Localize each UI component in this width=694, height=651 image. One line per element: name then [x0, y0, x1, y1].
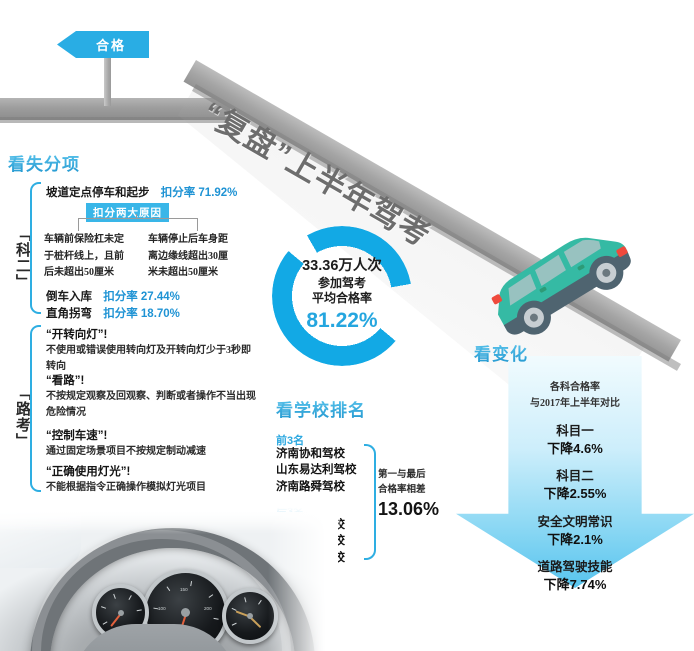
road-exam-item-2: “看路”! 不按规定观察及回观察、判断或者操作不当出现危险情况 [46, 372, 256, 420]
rank-top-list: 济南协和驾校 山东易达利驾校 济南路舜驾校 [276, 446, 357, 495]
change-item-2-value: 下降2.55% [543, 486, 607, 502]
loss-item-slope-name: 坡道定点停车和起步 [46, 187, 150, 199]
road-exam-vertical-label: 「路考」 [14, 385, 31, 449]
road-exam-brace-graphic [30, 325, 41, 492]
donut-line3: 平均合格率 [311, 291, 372, 306]
loss-item-corner: 直角拐弯 扣分率 18.70% [46, 305, 180, 321]
road-exam-item-4-desc: 不能根据指令正确操作模拟灯光项目 [46, 482, 206, 493]
change-item-4-name: 道路驾驶技能 [537, 560, 613, 575]
deduction-reason-1: 车辆前保险杠未定于桩杆线上，且前后未超出50厘米 [44, 234, 124, 278]
change-item-1-value: 下降4.6% [547, 440, 603, 456]
road-exam-item-3: “控制车速”! 通过固定场景项目不按规定制动减速 [46, 427, 256, 460]
pass-rate-donut-chart [272, 226, 412, 366]
road-exam-item-2-desc: 不按规定观察及回观察、判断或者操作不当出现危险情况 [46, 391, 256, 418]
road-exam-item-2-title: “看路”! [46, 375, 85, 387]
list-item: 山东易达利驾校 [276, 464, 357, 477]
change-item-3: 安全文明常识 下降2.1% [456, 514, 694, 548]
change-item-4-value: 下降7.74% [543, 577, 607, 593]
section-title-loss: 看失分项 [8, 150, 80, 175]
deduction-reason-tag: 扣分两大原因 [86, 203, 169, 222]
road-exam-item-3-title: “控制车速”! [46, 430, 108, 442]
road-exam-item-4: “正确使用灯光”! 不能根据指令正确操作模拟灯光项目 [46, 463, 256, 496]
flat-road-edge-graphic [0, 117, 230, 123]
deduction-reason-2: 车辆停止后车身距离边缘线超出30厘米未超出50厘米 [148, 234, 228, 278]
change-item-3-value: 下降2.1% [547, 531, 603, 547]
subject2-brace-graphic [30, 182, 41, 314]
rank-gap-note-2: 合格率相差 [378, 485, 426, 496]
change-item-1-name: 科目一 [556, 424, 594, 438]
donut-line2: 参加驾考 [317, 275, 366, 290]
change-item-3-name: 安全文明常识 [537, 514, 613, 529]
dashboard-fade-right [268, 505, 338, 651]
loss-item-reverse-name: 倒车入库 [46, 291, 92, 303]
change-item-1: 科目一 下降4.6% [456, 423, 694, 457]
road-exam-item-1-desc: 不使用或错误使用转向灯及开转向灯少于3秒即转向 [46, 345, 251, 372]
loss-item-reverse-rate: 扣分率 27.44% [103, 291, 180, 303]
pass-sign-label: 合格 [95, 38, 126, 53]
section-title-change: 看变化 [474, 340, 528, 365]
change-note-1: 各科合格率 [550, 382, 600, 393]
reason-stem-graphic [136, 214, 137, 219]
flat-road-graphic [0, 98, 230, 120]
change-note-2: 与2017年上半年对比 [530, 398, 620, 409]
rank-gap-note-1: 第一与最后 [378, 470, 426, 480]
loss-item-slope-rate: 扣分率 71.92% [160, 187, 238, 199]
change-item-4: 道路驾驶技能 下降7.74% [456, 559, 694, 593]
change-item-2-name: 科目二 [556, 469, 594, 484]
rank-gap-value: 13.06% [378, 499, 440, 520]
rank-gap-callout: 第一与最后 合格率相差 13.06% [378, 468, 456, 520]
reason-connector-graphic [78, 218, 198, 231]
list-item: 济南协和驾校 [276, 448, 345, 460]
rank-brace-graphic [364, 444, 376, 560]
list-item: 济南路舜驾校 [276, 480, 345, 493]
donut-center-text: 33.36万人次 参加驾考 平均合格率 81.22% [272, 226, 412, 366]
donut-rate-value: 81.22% [306, 308, 378, 332]
road-exam-item-3-desc: 通过固定场景项目不按规定制动减速 [46, 446, 206, 457]
car-illustration [491, 237, 631, 335]
road-exam-item-1: “开转向灯”! 不使用或错误使用转向灯及开转向灯少于3秒即转向 [46, 326, 256, 374]
pass-sign: 合格 [57, 31, 149, 58]
road-exam-item-1-title: “开转向灯”! [46, 329, 108, 341]
change-content: 各科合格率 与2017年上半年对比 科目一 下降4.6% 科目二 下降2.55%… [456, 358, 694, 594]
subject2-vertical-label: 「科二」 [14, 226, 31, 290]
loss-item-slope: 坡道定点停车和起步 扣分率 71.92% [46, 184, 237, 200]
rank-top-label: 前3名 [276, 435, 305, 447]
loss-item-corner-rate: 扣分率 18.70% [103, 308, 180, 320]
section-title-school: 看学校排名 [276, 396, 366, 421]
change-item-2: 科目二 下降2.55% [456, 468, 694, 502]
donut-count: 33.36万人次 [302, 258, 382, 275]
loss-item-reverse: 倒车入库 扣分率 27.44% [46, 288, 180, 304]
loss-item-corner-name: 直角拐弯 [46, 308, 92, 320]
sign-pole-graphic [104, 58, 111, 106]
road-exam-item-4-title: “正确使用灯光”! [46, 466, 131, 478]
